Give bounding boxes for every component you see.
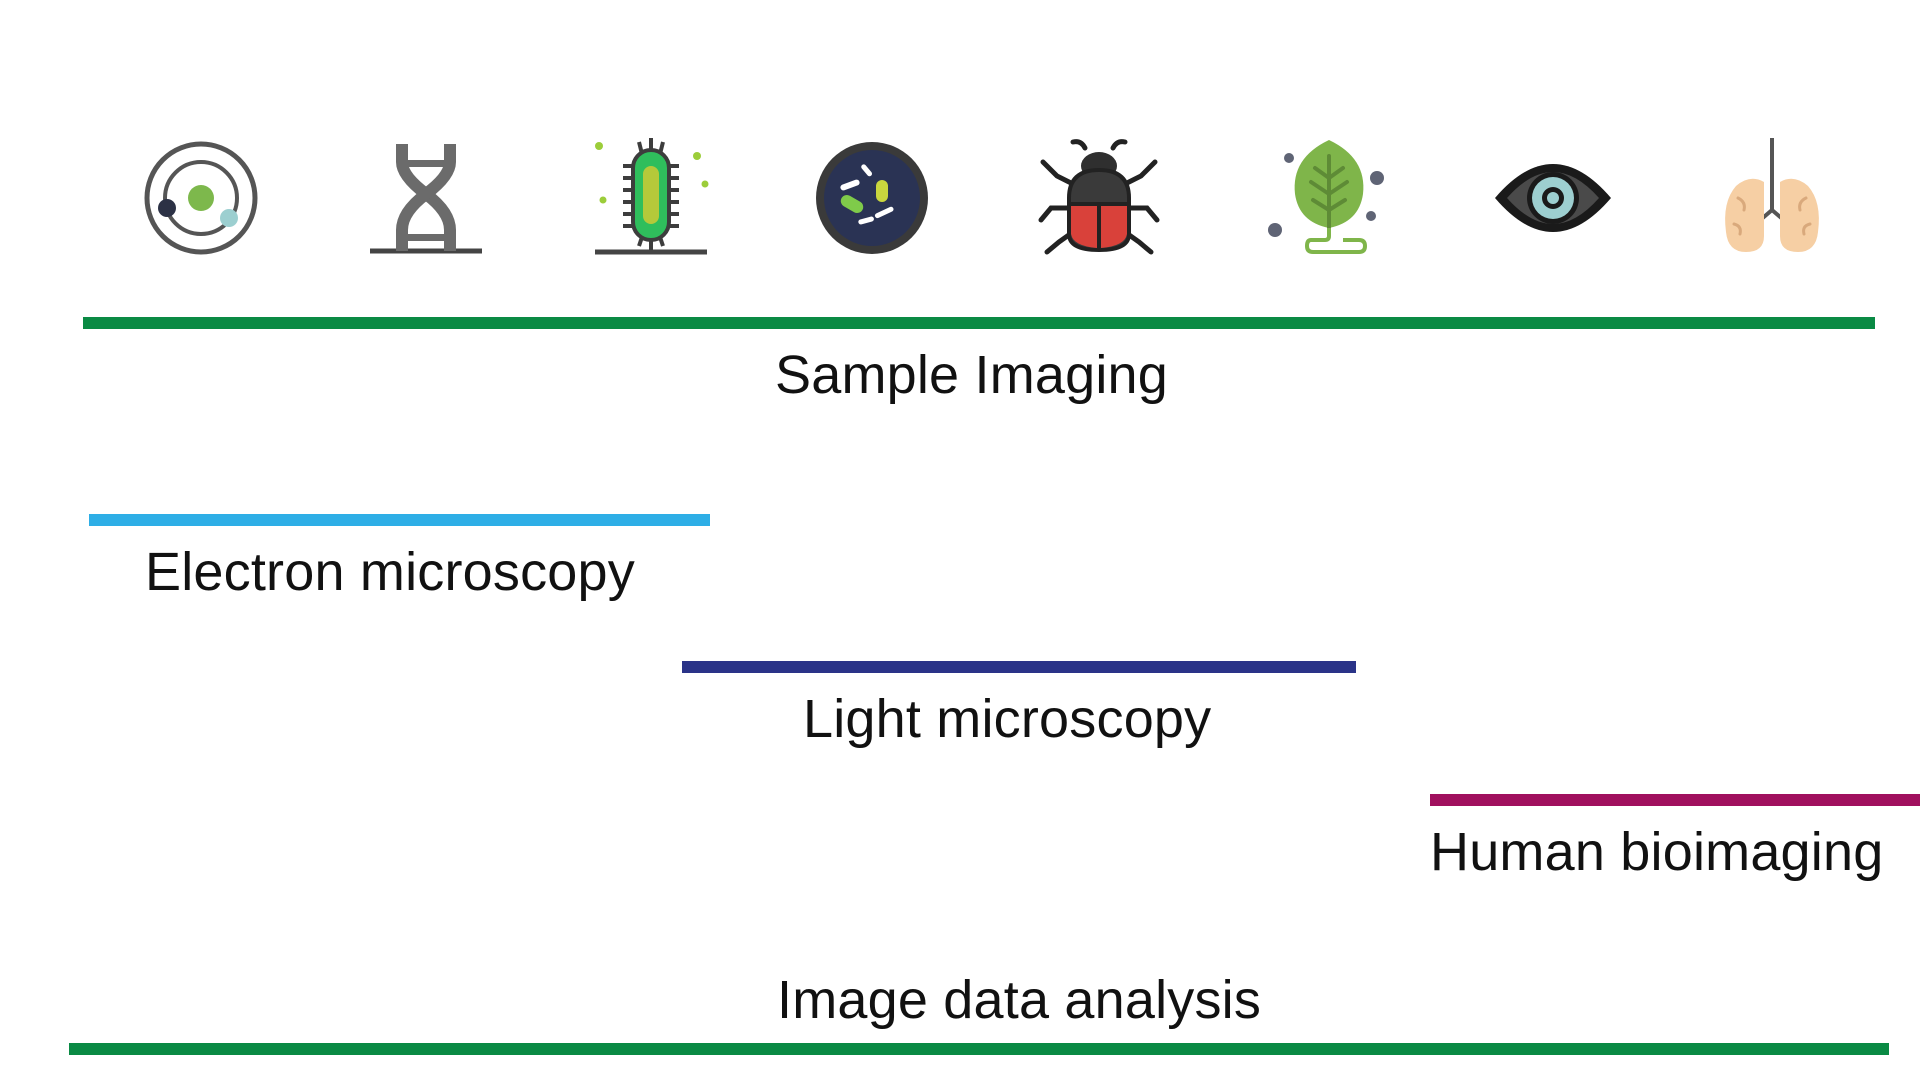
human-bioimaging-bar [1430, 794, 1920, 806]
petri-dish-icon [810, 136, 934, 260]
image-data-analysis-bar [69, 1043, 1889, 1055]
electron-microscopy-label: Electron microscopy [145, 542, 635, 602]
sample-imaging-label: Sample Imaging [775, 345, 1169, 405]
leaf-icon [1267, 136, 1391, 260]
eye-icon [1491, 136, 1615, 260]
dna-icon [364, 136, 488, 260]
electron-microscopy-bar [89, 514, 710, 526]
lungs-icon [1710, 136, 1834, 260]
bacterium-icon [589, 136, 713, 260]
light-microscopy-bar [682, 661, 1356, 673]
atom-orbit-icon [139, 136, 263, 260]
image-data-analysis-label: Image data analysis [777, 970, 1262, 1030]
light-microscopy-label: Light microscopy [803, 689, 1212, 749]
sample-imaging-bar [83, 317, 1875, 329]
beetle-icon [1037, 136, 1161, 260]
human-bioimaging-label: Human bioimaging [1430, 822, 1884, 882]
